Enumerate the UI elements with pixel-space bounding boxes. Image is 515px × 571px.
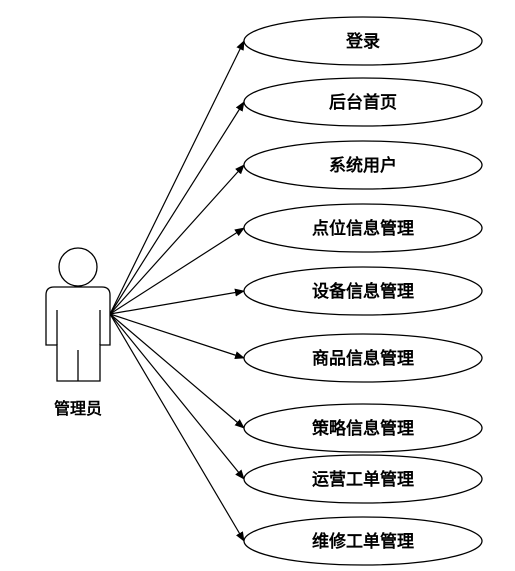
association-arrow-9 (109, 313, 245, 542)
use-case-5: 设备信息管理 (243, 266, 483, 316)
use-case-label: 维修工单管理 (312, 531, 414, 552)
use-case-label: 登录 (345, 31, 380, 52)
association-arrow-3 (109, 164, 245, 315)
association-arrow-5 (109, 288, 245, 315)
use-case-ellipse (243, 203, 483, 253)
actor-head (58, 247, 98, 287)
use-case-8: 运营工单管理 (243, 454, 483, 504)
use-case-label: 后台首页 (329, 92, 397, 113)
use-case-ellipse (243, 140, 483, 190)
use-case-ellipse (243, 77, 483, 127)
use-case-label: 商品信息管理 (312, 348, 414, 369)
use-case-7: 策略信息管理 (243, 403, 483, 453)
use-case-ellipse (243, 403, 483, 453)
use-case-label: 设备信息管理 (312, 281, 414, 302)
use-case-2: 后台首页 (243, 77, 483, 127)
association-arrow-4 (109, 227, 245, 315)
associations (109, 40, 245, 542)
use-case-ellipse (243, 266, 483, 316)
use-case-label: 策略信息管理 (312, 418, 414, 439)
use-case-label: 点位信息管理 (312, 218, 414, 239)
use-case-ellipse (243, 454, 483, 504)
actor-label: 管理员 (54, 399, 102, 418)
association-arrow-6 (109, 313, 245, 359)
actor-body (45, 286, 111, 382)
use-case-6: 商品信息管理 (243, 333, 483, 383)
use-case-label: 运营工单管理 (312, 469, 414, 490)
use-case-ellipse (243, 516, 483, 566)
association-arrow-7 (109, 313, 245, 429)
association-arrow-1 (109, 40, 245, 315)
use-case-3: 系统用户 (243, 140, 483, 190)
association-arrow-8 (109, 313, 245, 480)
actor-figure (45, 247, 111, 382)
association-arrow-2 (109, 101, 245, 315)
use-case-9: 维修工单管理 (243, 516, 483, 566)
use-case-ellipse (243, 333, 483, 383)
use-case-ellipse (243, 16, 483, 66)
use-case-label: 系统用户 (329, 155, 397, 176)
use-case-4: 点位信息管理 (243, 203, 483, 253)
use-case-1: 登录 (243, 16, 483, 66)
